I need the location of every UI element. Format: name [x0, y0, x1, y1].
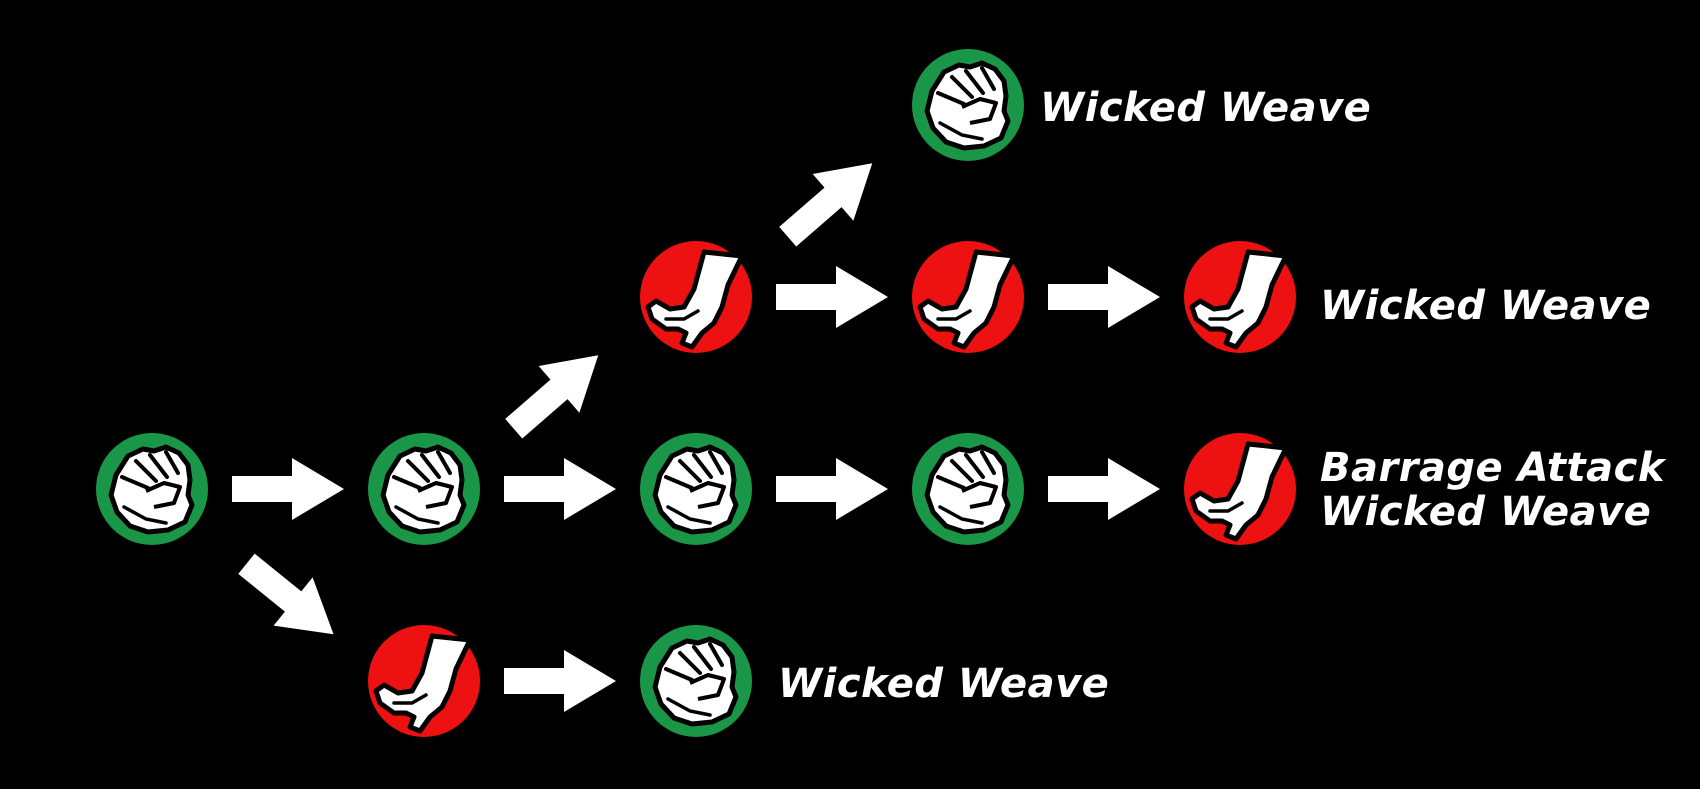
punch-node — [912, 49, 1024, 161]
kick-node — [1184, 433, 1296, 545]
punch-node — [96, 433, 208, 545]
arrow-icon — [226, 539, 354, 659]
punch-node — [640, 433, 752, 545]
fist-icon — [383, 447, 464, 532]
arrow-icon — [232, 458, 344, 520]
kick-node — [368, 625, 480, 737]
fist-icon — [927, 447, 1008, 532]
arrow-icon — [776, 458, 888, 520]
punch-node — [912, 433, 1024, 545]
fist-icon — [111, 447, 192, 532]
arrow-icon — [493, 331, 619, 453]
arrow-icon — [1048, 266, 1160, 328]
kick-node — [1184, 241, 1296, 353]
fist-icon — [927, 63, 1008, 148]
punch-node — [368, 433, 480, 545]
finisher-label-middle-1: Barrage Attack — [1320, 445, 1665, 491]
finisher-label-top: Wicked Weave — [1040, 85, 1372, 131]
kick-node — [640, 241, 752, 353]
arrow-icon — [767, 139, 893, 261]
punch-node — [640, 625, 752, 737]
arrow-icon — [776, 266, 888, 328]
finisher-label-bottom: Wicked Weave — [778, 661, 1110, 707]
finisher-label-middle-2: Wicked Weave — [1320, 489, 1652, 535]
kick-node — [912, 241, 1024, 353]
arrow-icon — [1048, 458, 1160, 520]
finisher-label-upper: Wicked Weave — [1320, 283, 1652, 329]
fist-icon — [655, 639, 736, 724]
arrow-icon — [504, 650, 616, 712]
arrow-icon — [504, 458, 616, 520]
fist-icon — [655, 447, 736, 532]
